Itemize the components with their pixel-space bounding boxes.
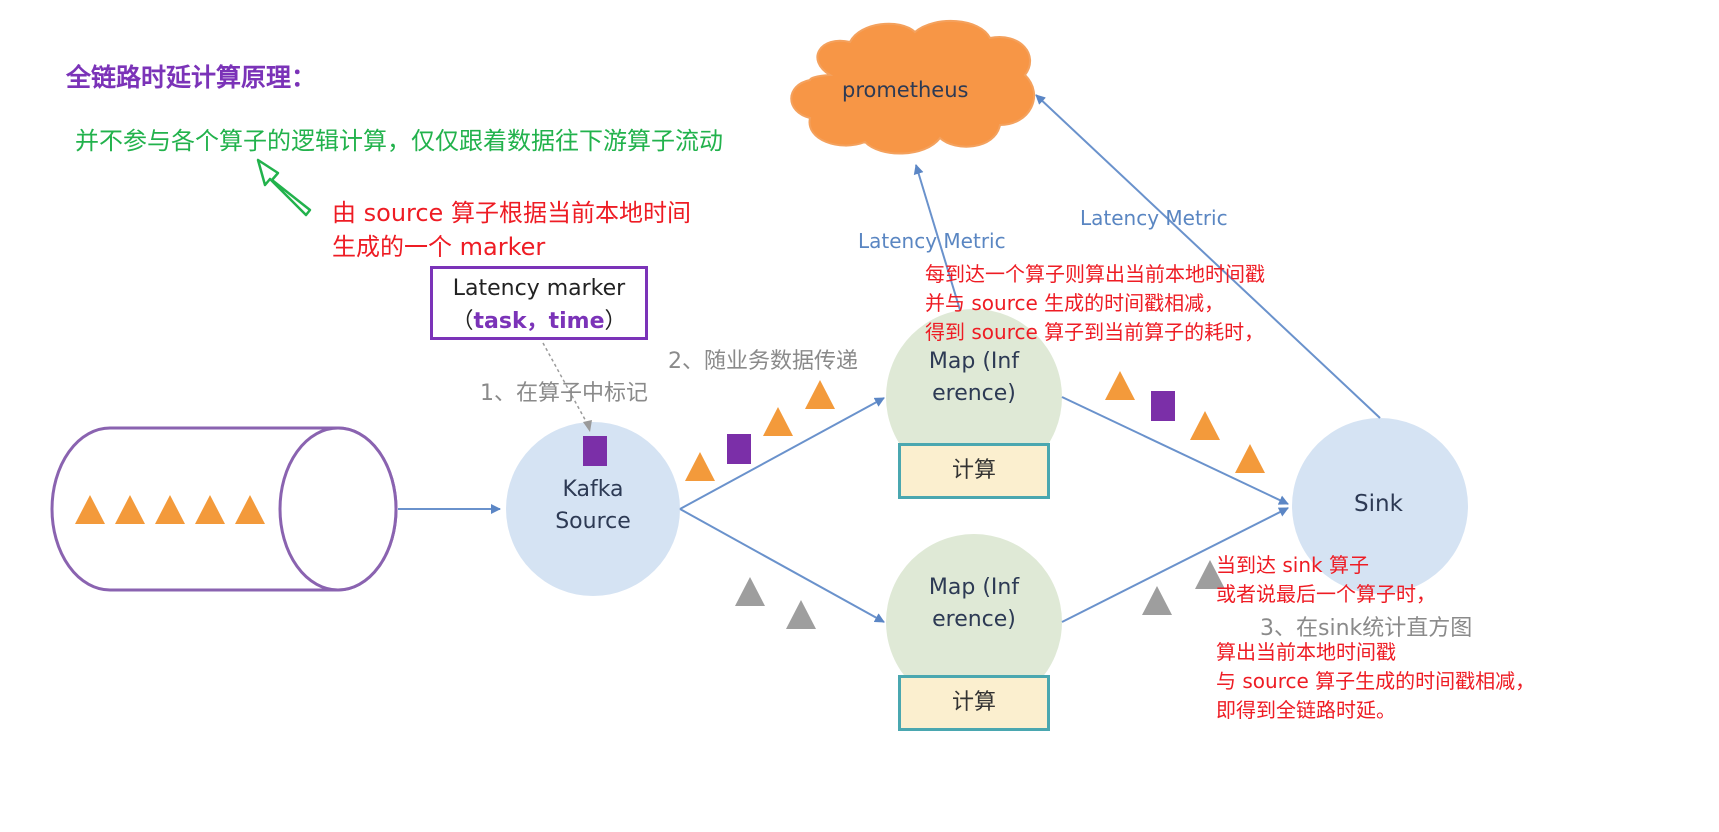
map-note-line1: 每到达一个算子则算出当前本地时间戳: [925, 262, 1265, 286]
step1-label: 1、在算子中标记: [480, 381, 648, 406]
latency-marker-title: Latency marker: [452, 276, 626, 301]
marker-field-sep: ，: [526, 309, 549, 334]
map-bottom-label: Map (Inference): [928, 575, 1020, 632]
green-pointer-arrow-icon: [256, 158, 312, 217]
kafka-source-node: [506, 422, 680, 596]
cylinder-data-triangles: [75, 495, 265, 524]
arrow-map-top-to-prometheus: [913, 164, 961, 311]
lower-path-data: [735, 560, 1225, 629]
subtitle: 并不参与各个算子的逻辑计算，仅仅跟着数据往下游算子流动: [75, 127, 723, 155]
open-paren: （: [451, 309, 474, 334]
flow-arrows: [398, 94, 1381, 623]
prometheus-label: prometheus: [842, 78, 969, 102]
marker-note: 由 source 算子根据当前本地时间 生成的一个 marker: [332, 196, 691, 264]
kafka-source-label: Kafka Source: [543, 474, 643, 538]
sink-label: Sink: [1354, 491, 1403, 517]
arrow-kafka-to-map-top: [679, 397, 885, 510]
step3-label: 3、在sink统计直方图: [1260, 616, 1473, 641]
latency-marker-box: Latency marker （task，time）: [430, 266, 648, 340]
kafka-label-line2: Source: [555, 509, 631, 534]
close-paren: ）: [604, 309, 627, 334]
marker-note-line1: 由 source 算子根据当前本地时间: [332, 199, 691, 227]
sink-latency-note-bottom: 算出当前本地时间戳 与 source 算子生成的时间戳相减， 即得到全链路时延。: [1216, 638, 1535, 725]
kafka-marker-square: [583, 436, 607, 466]
kafka-label-line1: Kafka: [562, 477, 624, 502]
latency-marker-fields: （task，time）: [433, 303, 645, 335]
map-note-line2: 并与 source 生成的时间戳相减，: [925, 291, 1225, 315]
sink-node: [1292, 418, 1468, 594]
compute-box-bottom: 计算: [898, 675, 1050, 731]
arrow-kafka-to-map-bottom: [679, 508, 885, 623]
map-top-node: [886, 309, 1062, 485]
map-top-label: Map (Inference): [928, 349, 1020, 406]
step2-label: 2、随业务数据传递: [668, 349, 858, 374]
sink-note-line2: 或者说最后一个算子时，: [1216, 582, 1436, 606]
arrow-map-bottom-to-sink: [1061, 507, 1289, 623]
marker-field-time: time: [548, 309, 605, 334]
latency-metric-right: Latency Metric: [1080, 206, 1228, 230]
page-title: 全链路时延计算原理：: [66, 63, 317, 92]
sink-note-line1: 当到达 sink 算子: [1216, 553, 1369, 577]
sink-latency-note-top: 当到达 sink 算子 或者说最后一个算子时，: [1216, 551, 1436, 609]
arrow-map-top-to-sink: [1061, 396, 1289, 505]
map-bottom-node: [886, 534, 1062, 710]
arrow-sink-to-prometheus: [1035, 94, 1381, 419]
kafka-cylinder-icon: [50, 426, 398, 592]
compute-box-top: 计算: [898, 443, 1050, 499]
marker-field-task: task: [473, 309, 527, 334]
map-note-line3: 得到 source 算子到当前算子的耗时，: [925, 320, 1265, 344]
upper-path-data: [685, 371, 1265, 481]
marker-pointer: [542, 342, 592, 432]
marker-note-line2: 生成的一个 marker: [332, 233, 546, 261]
prometheus-cloud-icon: [790, 20, 1036, 155]
latency-metric-left: Latency Metric: [858, 229, 1006, 253]
sink-note-line3: 算出当前本地时间戳: [1216, 640, 1396, 664]
map-latency-note: 每到达一个算子则算出当前本地时间戳 并与 source 生成的时间戳相减， 得到…: [925, 260, 1265, 347]
sink-note-line4: 与 source 算子生成的时间戳相减，: [1216, 669, 1536, 693]
sink-note-line5: 即得到全链路时延。: [1216, 698, 1396, 722]
